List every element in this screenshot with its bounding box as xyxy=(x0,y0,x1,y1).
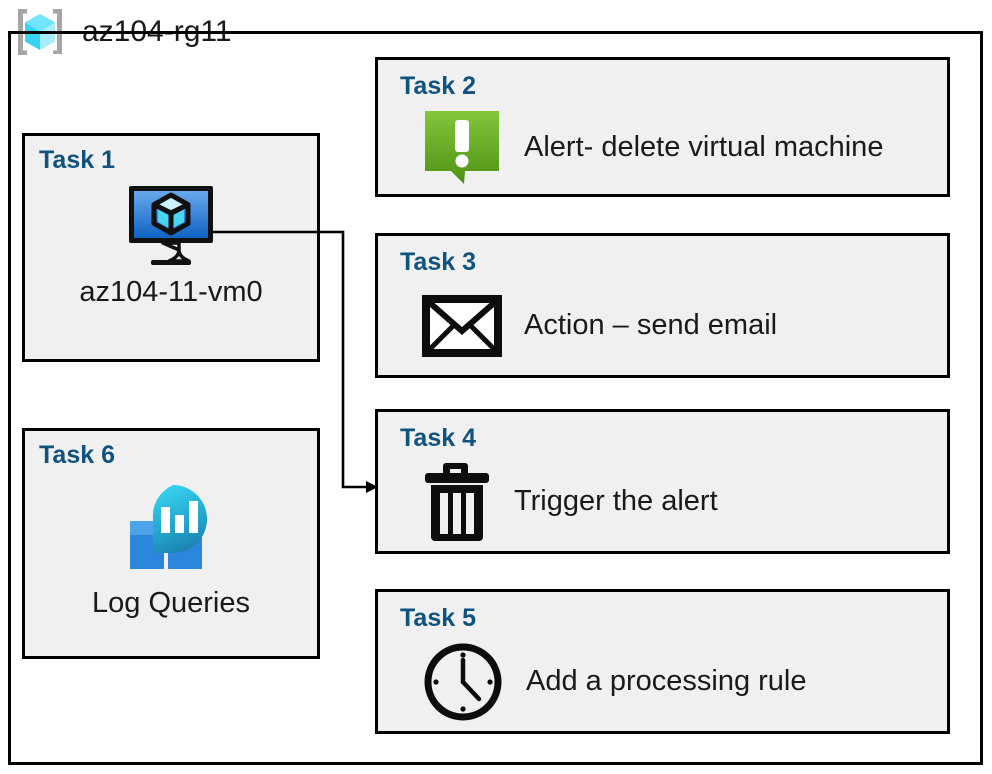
task-heading: Task 4 xyxy=(400,424,476,452)
clock-icon xyxy=(422,641,504,723)
task-body: az104-11-vm0 xyxy=(25,184,317,359)
task-label: az104-11-vm0 xyxy=(79,276,263,308)
alert-bubble-icon xyxy=(422,108,502,186)
task-label: Add a processing rule xyxy=(526,665,807,697)
task-body: Trigger the alert xyxy=(422,456,939,547)
task-body: Log Queries xyxy=(25,479,317,656)
task-heading: Task 5 xyxy=(400,604,476,632)
task-card-task-1[interactable]: Task 1 xyxy=(22,133,320,362)
task-card-task-2[interactable]: Task 2 Alert- delete virtual machine xyxy=(375,57,950,197)
task-heading: Task 3 xyxy=(400,248,476,276)
resource-group-container xyxy=(8,31,983,765)
task-heading: Task 6 xyxy=(39,441,115,469)
task-label: Log Queries xyxy=(92,587,250,619)
task-card-task-4[interactable]: Task 4 Trigger the alert xyxy=(375,409,950,554)
task-heading: Task 2 xyxy=(400,72,476,100)
virtual-machine-icon xyxy=(125,184,217,268)
task-body: Alert- delete virtual machine xyxy=(422,104,939,190)
task-card-task-6[interactable]: Task 6 Lo xyxy=(22,428,320,659)
task-label: Alert- delete virtual machine xyxy=(524,130,884,163)
header-border-gap xyxy=(29,54,294,70)
task-label: Action – send email xyxy=(524,309,778,341)
task-card-task-5[interactable]: Task 5 Add a processing rule xyxy=(375,589,950,734)
log-analytics-icon xyxy=(116,479,226,579)
trash-icon xyxy=(422,460,492,544)
task-label: Trigger the alert xyxy=(514,485,718,517)
task-body: Add a processing rule xyxy=(422,636,939,727)
task-heading: Task 1 xyxy=(39,146,115,174)
envelope-icon xyxy=(422,294,502,357)
task-body: Action – send email xyxy=(422,280,939,371)
task-card-task-3[interactable]: Task 3 Action – send email xyxy=(375,233,950,378)
